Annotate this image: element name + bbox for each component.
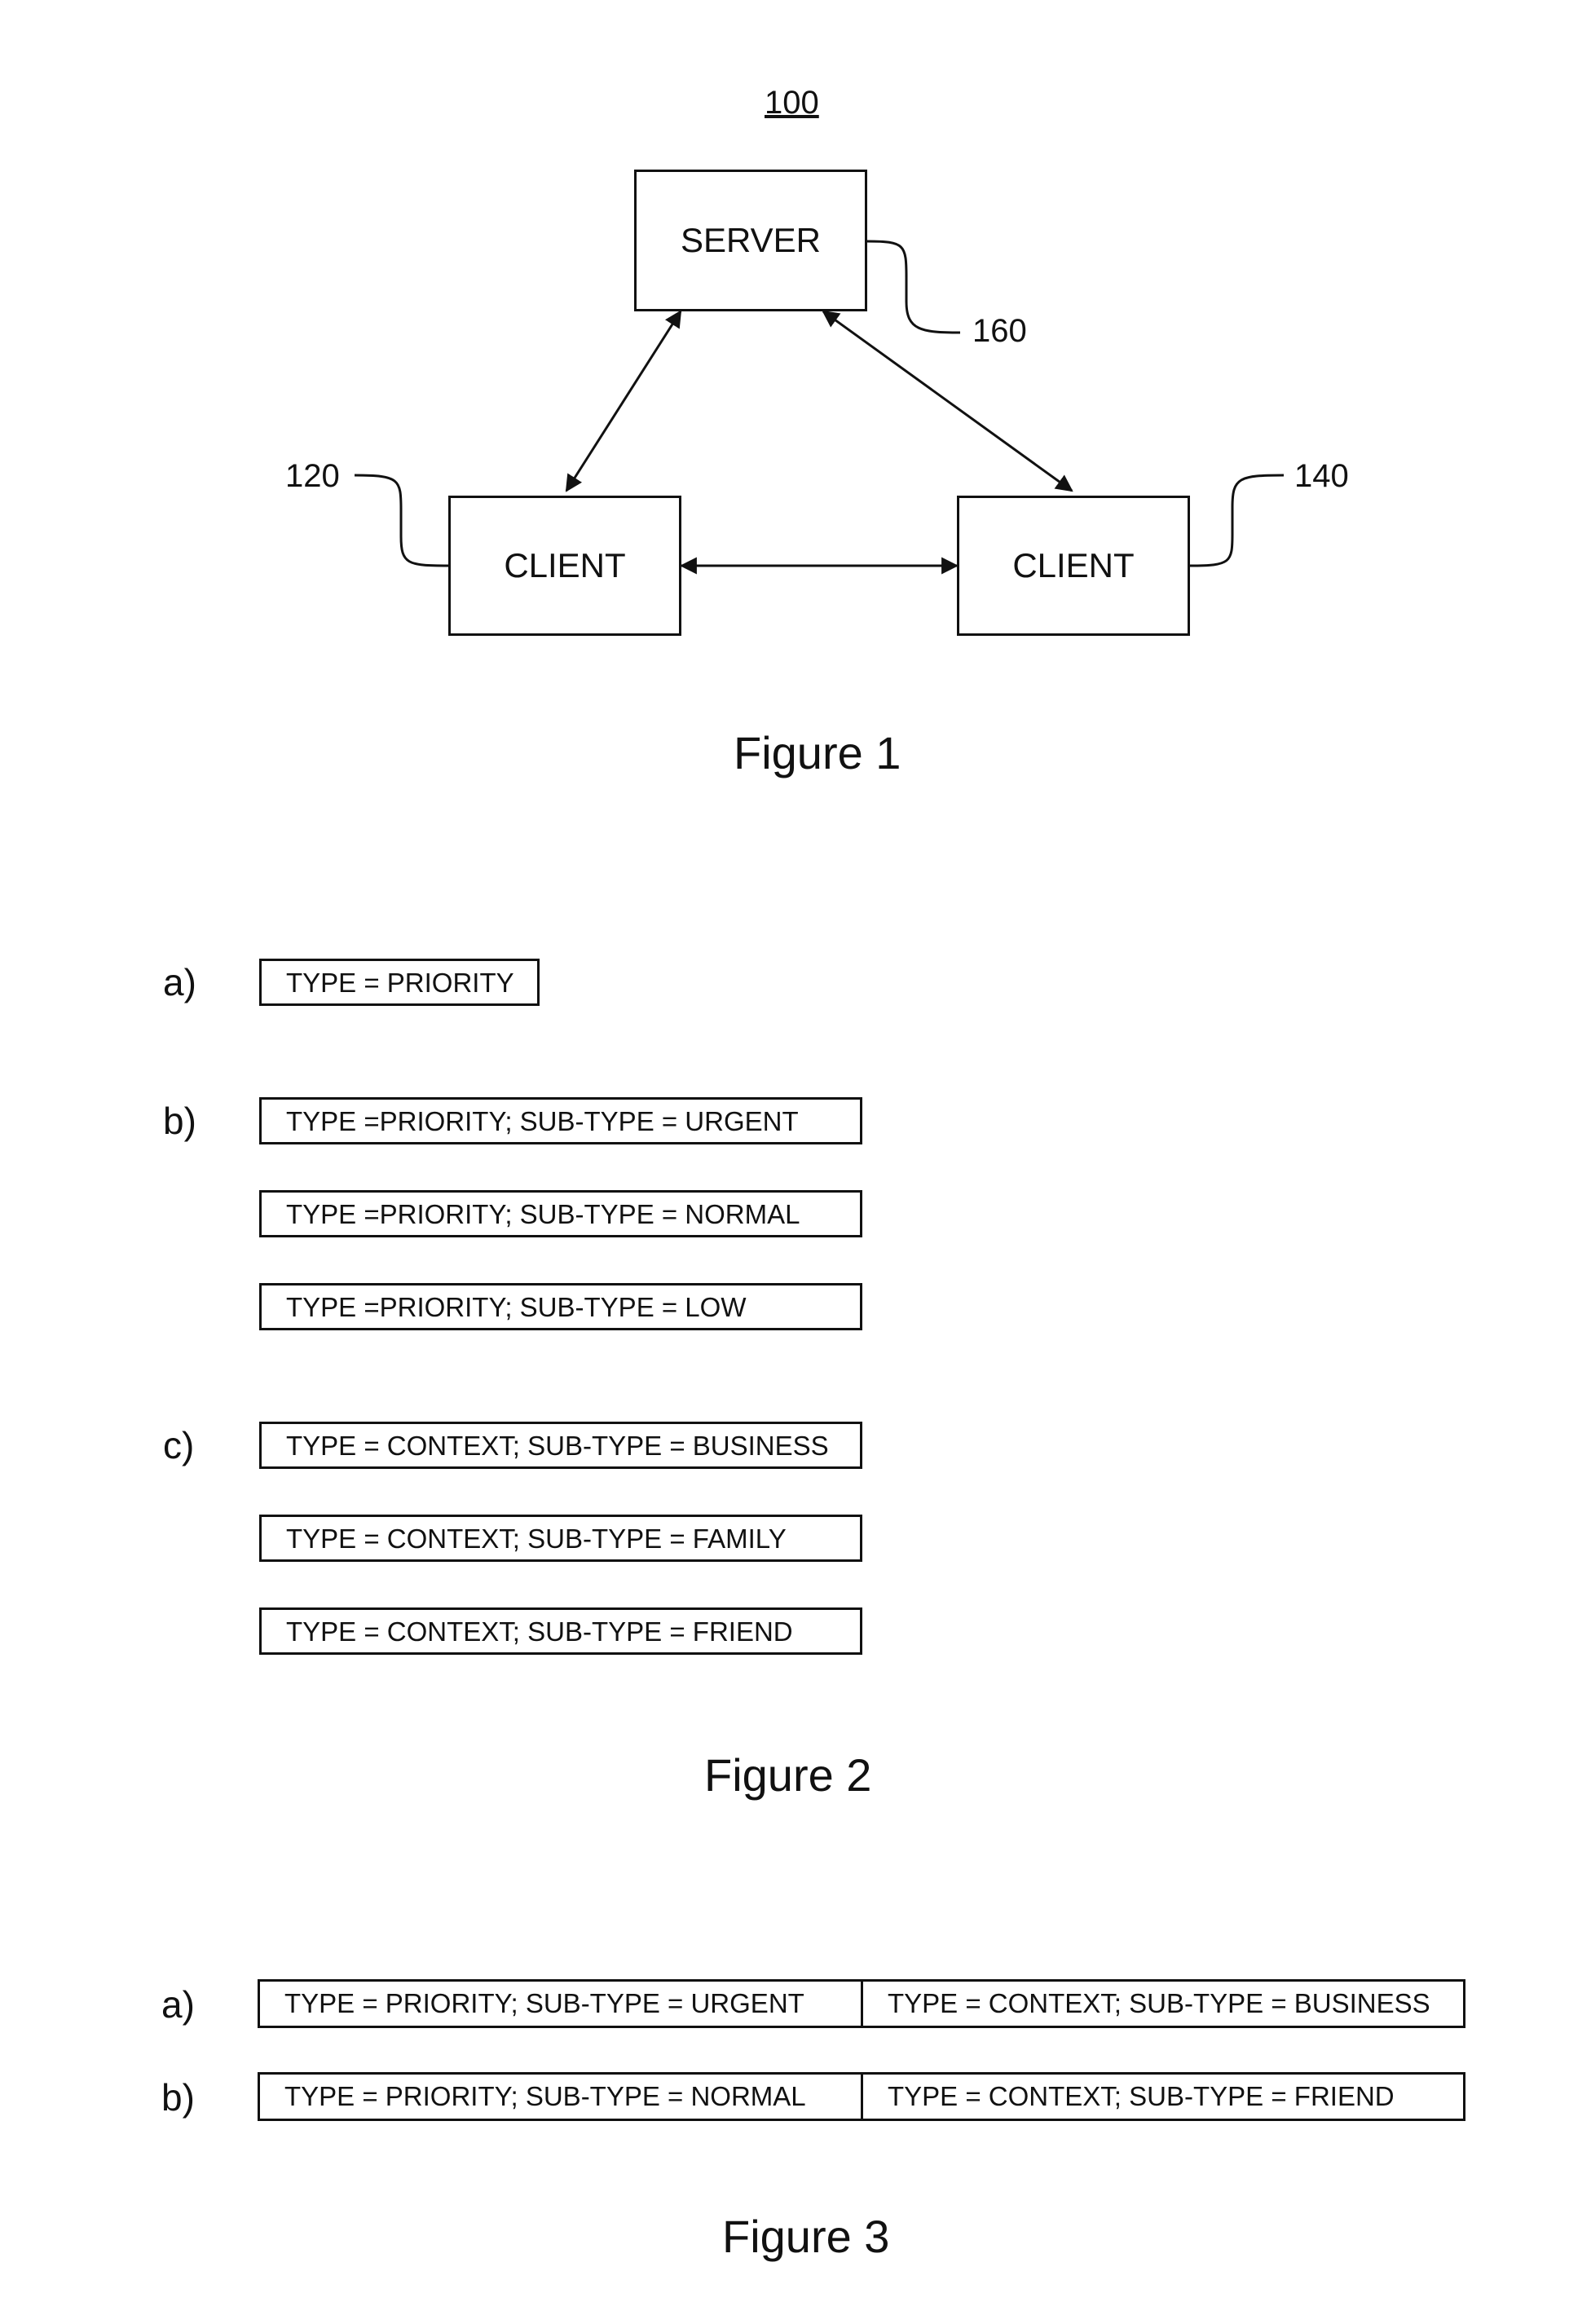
client-right-node: CLIENT [957, 496, 1190, 636]
server-label: SERVER [681, 221, 821, 260]
server-ref-160: 160 [972, 315, 1027, 347]
figure3-row-a-letter: a) [161, 1986, 195, 2023]
figure3-row-b-context-field: TYPE = CONTEXT; SUB-TYPE = FRIEND [863, 2075, 1463, 2119]
figure2-group-a-letter: a) [163, 964, 196, 1001]
figure3-row-b-letter: b) [161, 2079, 195, 2116]
figure3-row-a-context-field: TYPE = CONTEXT; SUB-TYPE = BUSINESS [863, 1982, 1463, 2026]
figure3-row-b: TYPE = PRIORITY; SUB-TYPE = NORMAL TYPE … [258, 2072, 1465, 2121]
leader-line-160 [867, 241, 960, 333]
figure2-field-b-1: TYPE =PRIORITY; SUB-TYPE = URGENT [259, 1097, 862, 1144]
figure2-field-a-1: TYPE = PRIORITY [259, 959, 540, 1006]
link-server-client-right [823, 311, 1072, 491]
figure2-caption: Figure 2 [704, 1753, 871, 1798]
figure2-group-b-letter: b) [163, 1102, 196, 1140]
client-left-node: CLIENT [448, 496, 681, 636]
figure3-caption: Figure 3 [722, 2214, 889, 2260]
figure1-caption: Figure 1 [734, 730, 901, 776]
figure3-row-a: TYPE = PRIORITY; SUB-TYPE = URGENT TYPE … [258, 1979, 1465, 2028]
figure1-reference-number: 100 [765, 86, 819, 119]
figure2-field-c-3: TYPE = CONTEXT; SUB-TYPE = FRIEND [259, 1607, 862, 1655]
client-right-ref-140: 140 [1294, 460, 1349, 492]
leader-line-140 [1190, 475, 1284, 566]
figure3-row-a-priority-field: TYPE = PRIORITY; SUB-TYPE = URGENT [260, 1982, 863, 2026]
leader-line-120 [355, 475, 448, 566]
figure2-field-b-2: TYPE =PRIORITY; SUB-TYPE = NORMAL [259, 1190, 862, 1237]
link-server-client-left [566, 311, 681, 491]
client-left-ref-120: 120 [285, 460, 340, 492]
figure2-field-c-1: TYPE = CONTEXT; SUB-TYPE = BUSINESS [259, 1422, 862, 1469]
client-left-label: CLIENT [504, 546, 625, 585]
server-node: SERVER [634, 170, 867, 311]
figure3-row-b-priority-field: TYPE = PRIORITY; SUB-TYPE = NORMAL [260, 2075, 863, 2119]
figure2-field-b-3: TYPE =PRIORITY; SUB-TYPE = LOW [259, 1283, 862, 1330]
client-right-label: CLIENT [1012, 546, 1134, 585]
figure1-connectors [0, 0, 1569, 815]
figure2-group-c-letter: c) [163, 1427, 194, 1464]
figure2-field-c-2: TYPE = CONTEXT; SUB-TYPE = FAMILY [259, 1515, 862, 1562]
